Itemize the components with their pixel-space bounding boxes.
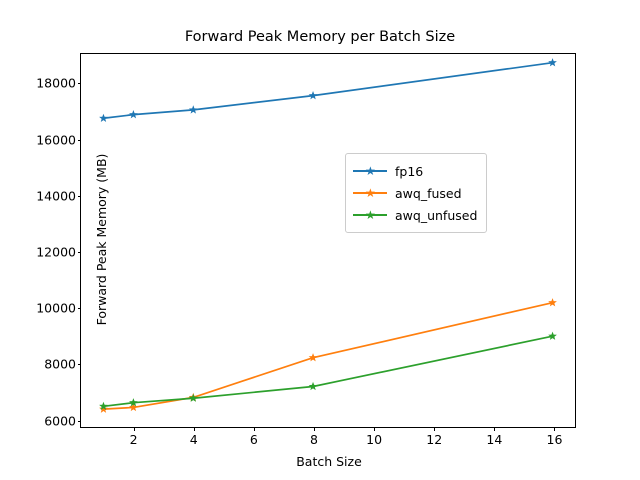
y-tick-mark	[77, 83, 81, 85]
series-line	[103, 335, 553, 408]
x-tick-label: 8	[309, 432, 318, 447]
x-tick-mark	[554, 427, 556, 431]
y-tick-label: 12000	[36, 244, 76, 260]
data-point-marker	[308, 91, 318, 100]
y-tick-mark	[77, 252, 81, 254]
series-fp16	[99, 58, 557, 122]
y-tick-label: 16000	[36, 132, 76, 148]
x-tick-label: 2	[129, 432, 138, 447]
chart-title: Forward Peak Memory per Batch Size	[184, 29, 456, 45]
data-point-marker	[188, 105, 198, 114]
data-point-marker	[308, 353, 318, 362]
data-point-marker	[548, 58, 557, 67]
data-point-marker	[548, 331, 557, 340]
series-awq_unfused	[99, 331, 557, 411]
data-point-marker	[99, 113, 108, 122]
data-point-marker	[129, 398, 138, 407]
x-tick-label: 12	[426, 432, 443, 447]
x-axis-label: Batch Size	[296, 454, 362, 469]
legend-label: awq_unfused	[395, 207, 478, 223]
x-tick-mark	[253, 427, 255, 431]
data-point-marker	[99, 404, 108, 413]
legend-swatch-icon: ★	[353, 186, 387, 200]
x-tick-label: 16	[546, 432, 563, 447]
legend-item-awq_fused[interactable]: ★ awq_fused	[353, 182, 477, 204]
x-tick-mark	[193, 427, 195, 431]
legend-item-awq_unfused[interactable]: ★ awq_unfused	[353, 204, 477, 226]
data-point-marker	[308, 381, 318, 391]
plot-area: Forward Peak Memory (MB) Batch Size 6000…	[36, 53, 576, 469]
x-tick-label: 14	[486, 432, 503, 447]
series-layer	[99, 58, 557, 413]
x-tick-mark	[374, 427, 376, 431]
series-line	[103, 61, 553, 120]
x-tick-label: 6	[249, 432, 258, 447]
legend-item-fp16[interactable]: ★ fp16	[353, 160, 477, 182]
y-tick-label: 14000	[36, 188, 76, 204]
x-tick-label: 10	[366, 432, 383, 447]
legend-swatch-icon: ★	[353, 208, 387, 222]
y-tick-label: 6000	[44, 413, 76, 429]
data-point-marker	[129, 110, 138, 119]
chart-legend: ★ fp16 ★ awq_fused ★ awq_unfused	[345, 153, 488, 233]
x-tick-mark	[313, 427, 315, 431]
x-tick-mark	[133, 427, 135, 431]
legend-label: fp16	[395, 163, 424, 179]
y-tick-mark	[77, 139, 81, 141]
data-point-marker	[129, 402, 138, 412]
y-tick-mark	[77, 308, 81, 310]
legend-swatch-icon: ★	[353, 164, 387, 178]
y-tick-mark	[77, 195, 81, 197]
data-point-marker	[548, 298, 557, 307]
y-tick-label: 8000	[44, 356, 76, 372]
x-tick-label: 4	[189, 432, 198, 447]
y-tick-mark	[77, 364, 81, 366]
x-tick-mark	[494, 427, 496, 431]
y-tick-label: 10000	[36, 300, 76, 316]
data-point-marker	[188, 393, 198, 402]
series-awq_fused	[99, 298, 557, 413]
legend-label: awq_fused	[395, 185, 462, 201]
data-point-marker	[99, 401, 108, 411]
y-tick-mark	[77, 420, 81, 422]
series-line	[103, 301, 553, 410]
x-tick-mark	[434, 427, 436, 431]
y-tick-label: 18000	[36, 75, 76, 91]
